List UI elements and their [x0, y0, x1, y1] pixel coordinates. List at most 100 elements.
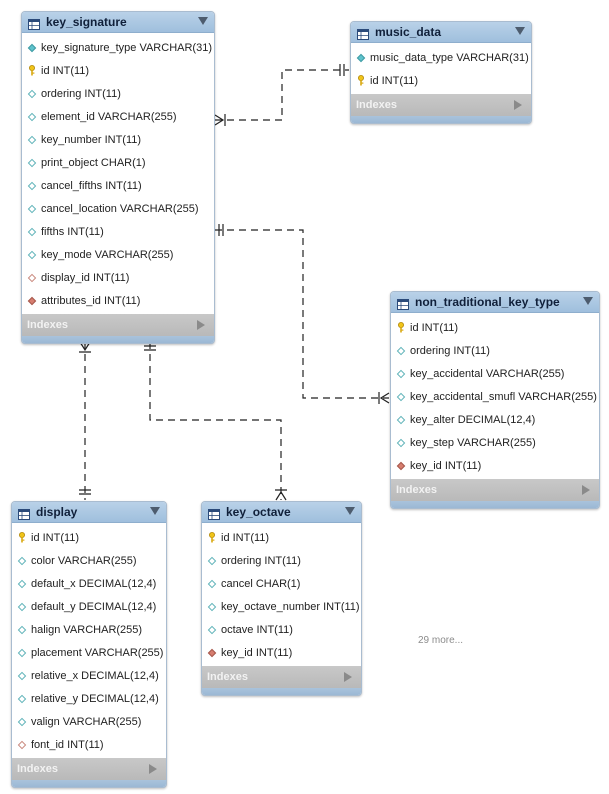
table-display[interactable]: display id INT(11) color VARCHAR(255) defau… — [11, 501, 167, 788]
column-row[interactable]: key_step VARCHAR(255) — [391, 431, 599, 454]
column-diamond-icon — [396, 369, 406, 379]
table-footer — [391, 501, 599, 508]
one-mark-key-octave — [144, 345, 156, 351]
column-row[interactable]: valign VARCHAR(255) — [12, 710, 166, 733]
column-row[interactable]: relative_x DECIMAL(12,4) — [12, 664, 166, 687]
column-row[interactable]: key_id INT(11) — [202, 641, 361, 664]
indexes-section[interactable]: Indexes — [391, 479, 599, 501]
column-row[interactable]: key_id INT(11) — [391, 454, 599, 477]
indexes-section[interactable]: Indexes — [351, 94, 531, 116]
column-row[interactable]: music_data_type VARCHAR(31) — [351, 46, 531, 69]
chevron-down-icon[interactable] — [150, 507, 160, 515]
column-row[interactable]: ordering INT(11) — [202, 549, 361, 572]
relation-line-key-octave[interactable] — [149, 342, 282, 500]
column-row[interactable]: id INT(11) — [12, 526, 166, 549]
column-row[interactable]: ordering INT(11) — [22, 82, 214, 105]
table-header[interactable]: non_traditional_key_type — [391, 292, 599, 313]
column-row[interactable]: cancel_location VARCHAR(255) — [22, 197, 214, 220]
crow-foot-many-non-traditional-key-type — [378, 392, 390, 404]
column-row[interactable]: key_mode VARCHAR(255) — [22, 243, 214, 266]
filled-diamond-icon — [356, 53, 366, 63]
indexes-label: Indexes — [356, 99, 397, 111]
chevron-down-icon[interactable] — [515, 27, 525, 35]
table-header[interactable]: music_data — [351, 22, 531, 43]
column-label: key_mode VARCHAR(255) — [41, 248, 174, 261]
chevron-right-icon[interactable] — [514, 100, 522, 110]
column-row[interactable]: octave INT(11) — [202, 618, 361, 641]
column-row[interactable]: id INT(11) — [22, 59, 214, 82]
chevron-right-icon[interactable] — [197, 320, 205, 330]
column-label: color VARCHAR(255) — [31, 554, 137, 567]
column-label: font_id INT(11) — [31, 738, 104, 751]
column-row[interactable]: font_id INT(11) — [12, 733, 166, 756]
column-row[interactable]: placement VARCHAR(255) — [12, 641, 166, 664]
table-name: non_traditional_key_type — [415, 295, 560, 309]
table-footer — [12, 780, 166, 787]
column-label: key_id INT(11) — [221, 646, 293, 659]
indexes-label: Indexes — [207, 671, 248, 683]
column-diamond-icon — [396, 415, 406, 425]
indexes-section[interactable]: Indexes — [202, 666, 361, 688]
table-footer — [22, 336, 214, 343]
chevron-right-icon[interactable] — [149, 764, 157, 774]
indexes-section[interactable]: Indexes — [12, 758, 166, 780]
column-row[interactable]: id INT(11) — [351, 69, 531, 92]
column-label: placement VARCHAR(255) — [31, 646, 164, 659]
primary-key-icon — [356, 75, 366, 86]
table-header[interactable]: display — [12, 502, 166, 523]
indexes-section[interactable]: Indexes — [22, 314, 214, 336]
column-label: ordering INT(11) — [221, 554, 301, 567]
column-row[interactable]: ordering INT(11) — [391, 339, 599, 362]
table-header[interactable]: key_signature — [22, 12, 214, 33]
column-row[interactable]: key_accidental VARCHAR(255) — [391, 362, 599, 385]
column-row[interactable]: fifths INT(11) — [22, 220, 214, 243]
relation-line-music-data[interactable] — [215, 69, 349, 121]
column-row[interactable]: element_id VARCHAR(255) — [22, 105, 214, 128]
column-label: ordering INT(11) — [410, 344, 490, 357]
chevron-down-icon[interactable] — [583, 297, 593, 305]
column-label: id INT(11) — [31, 531, 80, 544]
column-diamond-icon — [396, 392, 406, 402]
column-row[interactable]: cancel CHAR(1) — [202, 572, 361, 595]
column-row[interactable]: attributes_id INT(11) — [22, 289, 214, 312]
column-row[interactable]: relative_y DECIMAL(12,4) — [12, 687, 166, 710]
column-label: octave INT(11) — [221, 623, 293, 636]
column-row[interactable]: key_octave_number INT(11) — [202, 595, 361, 618]
more-tables-label[interactable]: 29 more... — [418, 635, 464, 646]
relation-line-non-traditional-key-type[interactable] — [215, 229, 389, 399]
column-row[interactable]: default_y DECIMAL(12,4) — [12, 595, 166, 618]
column-diamond-icon — [17, 602, 27, 612]
column-row[interactable]: default_x DECIMAL(12,4) — [12, 572, 166, 595]
chevron-down-icon[interactable] — [198, 17, 208, 25]
table-music-data[interactable]: music_data music_data_type VARCHAR(31)id … — [350, 21, 532, 124]
column-row[interactable]: key_accidental_smufl VARCHAR(255) — [391, 385, 599, 408]
column-row[interactable]: cancel_fifths INT(11) — [22, 174, 214, 197]
foreign-key-icon — [27, 296, 37, 306]
column-row[interactable]: key_alter DECIMAL(12,4) — [391, 408, 599, 431]
column-label: default_x DECIMAL(12,4) — [31, 577, 157, 590]
column-row[interactable]: halign VARCHAR(255) — [12, 618, 166, 641]
column-row[interactable]: id INT(11) — [202, 526, 361, 549]
column-row[interactable]: key_number INT(11) — [22, 128, 214, 151]
column-row[interactable]: color VARCHAR(255) — [12, 549, 166, 572]
column-label: key_signature_type VARCHAR(31) — [41, 41, 212, 54]
column-row[interactable]: display_id INT(11) — [22, 266, 214, 289]
column-row[interactable]: key_signature_type VARCHAR(31) — [22, 36, 214, 59]
foreign-key-hollow-icon — [27, 273, 37, 283]
table-name: key_octave — [226, 505, 291, 519]
table-key-signature[interactable]: key_signature key_signature_type VARCHAR(… — [21, 11, 215, 344]
table-header[interactable]: key_octave — [202, 502, 361, 523]
column-label: key_accidental VARCHAR(255) — [410, 367, 565, 380]
chevron-down-icon[interactable] — [345, 507, 355, 515]
primary-key-icon — [27, 65, 37, 76]
indexes-label: Indexes — [396, 484, 437, 496]
chevron-right-icon[interactable] — [582, 485, 590, 495]
column-row[interactable]: id INT(11) — [391, 316, 599, 339]
column-label: id INT(11) — [41, 64, 90, 77]
column-row[interactable]: print_object CHAR(1) — [22, 151, 214, 174]
chevron-right-icon[interactable] — [344, 672, 352, 682]
column-diamond-icon — [27, 135, 37, 145]
